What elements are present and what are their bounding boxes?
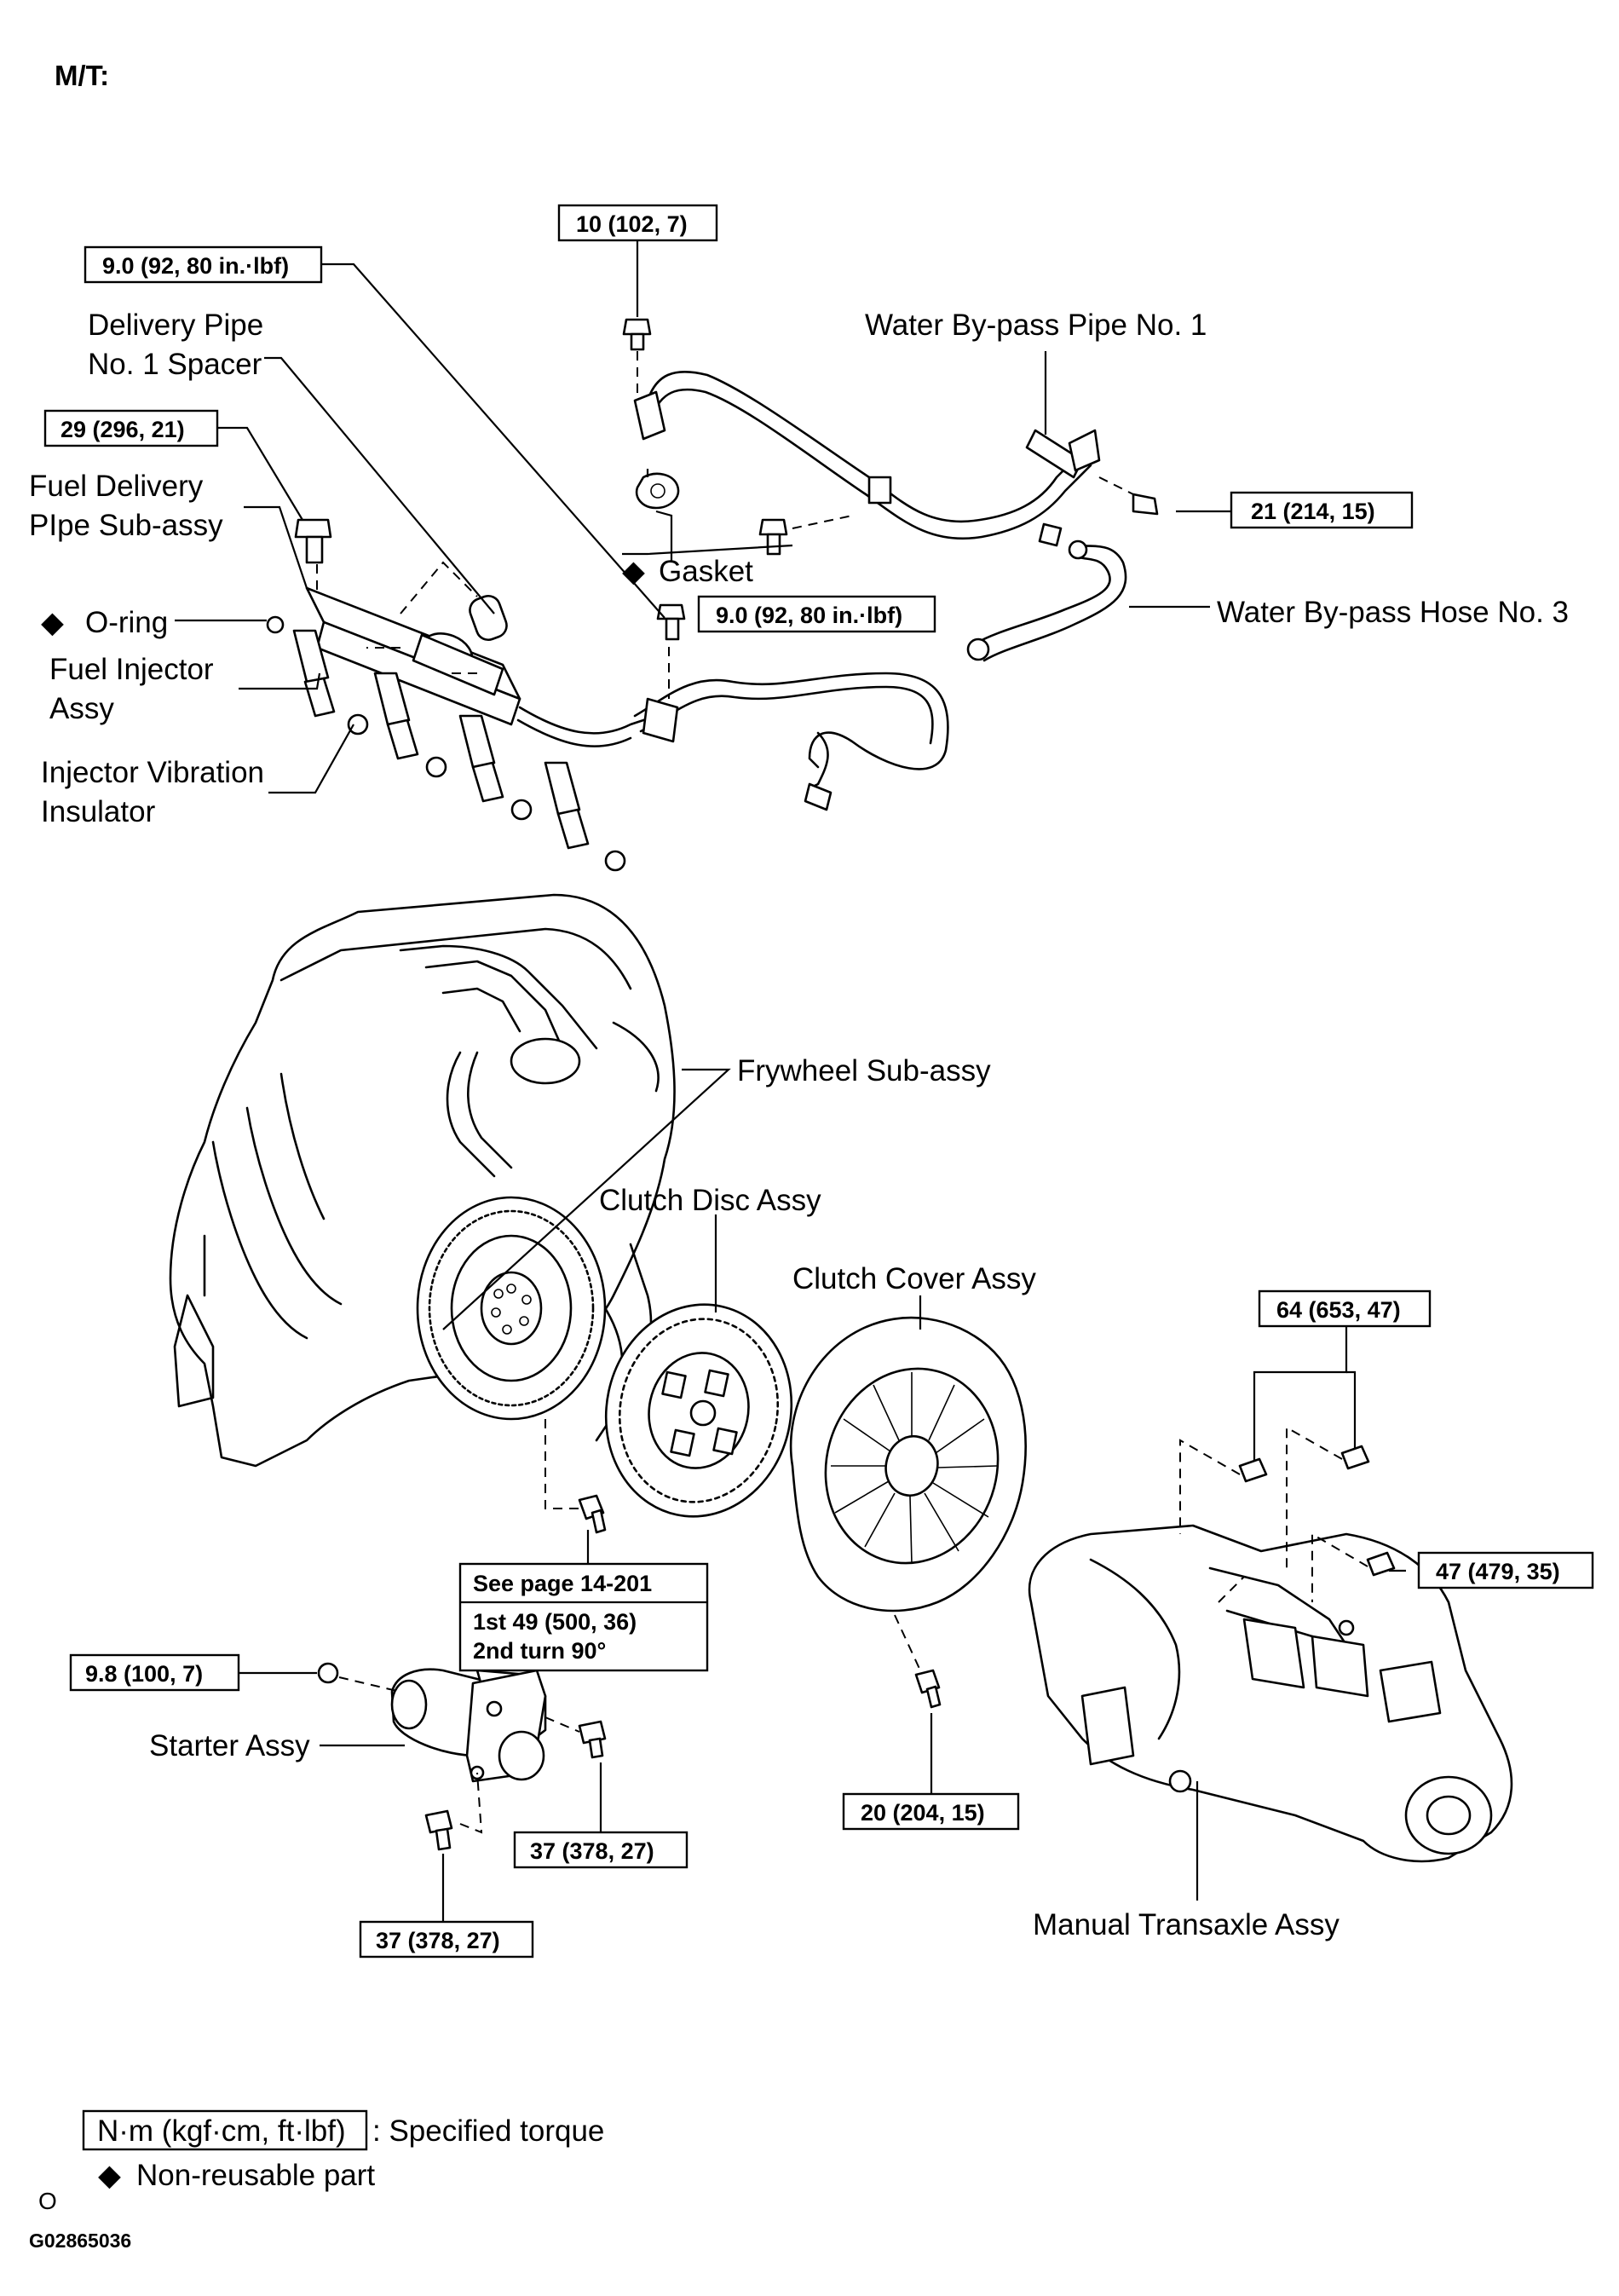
legend-specified-torque: : Specified torque [372,2114,604,2148]
label-insulator-line2: Insulator [41,795,156,828]
torque-box-mid: 9.0 (92, 80 in.·lbf) [697,595,936,633]
torque-box-starter-left: 9.8 (100, 7) [69,1653,240,1692]
figure-code: G02865036 [29,2230,131,2252]
diamond-icon: ◆ [98,2159,121,2192]
svg-text:See page 14-201: See page 14-201 [473,1571,652,1596]
torque-box-transaxle-side: 47 (479, 35) [1417,1551,1594,1589]
torque-box-delivery: 29 (296, 21) [43,409,219,447]
diamond-icon: ◆ [622,555,645,588]
label-delivery-pipe-spacer-line1: Delivery Pipe [88,309,263,342]
starter-drawing [317,1662,607,1851]
label-insulator-line1: Injector Vibration [41,756,264,789]
manual-transaxle-drawing [1028,1426,1513,1863]
water-bypass-pipe-drawing [622,318,1159,662]
label-gasket: Gasket [659,555,753,588]
legend-unit-text: N·m (kgf·cm, ft·lbf) [97,2114,346,2148]
svg-text:10 (102, 7): 10 (102, 7) [576,211,688,237]
label-delivery-pipe-spacer-line2: No. 1 Spacer [88,348,262,381]
label-fuel-injector-line2: Assy [49,692,114,725]
torque-box-transaxle-top: 64 (653, 47) [1258,1289,1432,1328]
svg-text:2nd turn 90°: 2nd turn 90° [473,1638,606,1664]
torque-box-top-bolt: 10 (102, 7) [557,204,718,242]
label-transaxle: Manual Transaxle Assy [1033,1908,1340,1941]
svg-text:21 (214, 15): 21 (214, 15) [1251,499,1375,524]
label-fuel-injector-line1: Fuel Injector [49,653,214,686]
label-fuel-delivery-line2: PIpe Sub-assy [29,509,223,542]
part-labels: Delivery Pipe No. 1 Spacer Water By-pass… [29,309,1569,1941]
diamond-icon: ◆ [41,606,64,639]
torque-box-flywheel: See page 14-201 1st 49 (500, 36) 2nd tur… [458,1562,709,1672]
torque-box-starter-bottom: 37 (378, 27) [359,1920,534,1959]
svg-text:37 (378, 27): 37 (378, 27) [376,1928,500,1953]
legend: N·m (kgf·cm, ft·lbf) : Specified torque … [82,2109,604,2192]
svg-text:9.8 (100, 7): 9.8 (100, 7) [85,1661,203,1687]
torque-box-clutch-cover: 20 (204, 15) [842,1792,1020,1831]
page-title: M/T: [55,60,109,91]
label-clutch-disc: Clutch Disc Assy [599,1184,821,1217]
flywheel-drawing [416,1196,607,1534]
label-fuel-delivery-line1: Fuel Delivery [29,470,204,503]
torque-boxes: 10 (102, 7) 9.0 (92, 80 in.·lbf) 29 (296… [43,204,1594,1959]
svg-text:20 (204, 15): 20 (204, 15) [861,1800,985,1826]
svg-text:9.0 (92, 80 in.·lbf): 9.0 (92, 80 in.·lbf) [716,603,902,628]
leader-lines [175,240,1406,1922]
label-water-bypass-pipe: Water By-pass Pipe No. 1 [865,309,1207,342]
label-starter: Starter Assy [149,1729,310,1762]
clutch-disc-drawing [604,1303,793,1518]
engine-block-drawing [169,893,676,1468]
svg-text:1st 49 (500, 36): 1st 49 (500, 36) [473,1609,637,1635]
label-flywheel: Frywheel Sub-assy [737,1054,991,1087]
footer-mark: O [38,2188,57,2214]
svg-text:37 (378, 27): 37 (378, 27) [530,1838,654,1864]
torque-box-spacer: 9.0 (92, 80 in.·lbf) [84,245,323,284]
svg-text:64 (653, 47): 64 (653, 47) [1276,1297,1401,1323]
svg-text:47 (479, 35): 47 (479, 35) [1436,1559,1560,1584]
label-o-ring: O-ring [85,606,168,639]
label-water-bypass-hose: Water By-pass Hose No. 3 [1217,596,1569,629]
svg-text:9.0 (92, 80 in.·lbf): 9.0 (92, 80 in.·lbf) [102,253,289,279]
label-clutch-cover: Clutch Cover Assy [792,1262,1036,1295]
torque-box-starter-right: 37 (378, 27) [513,1831,689,1869]
legend-unit-box [82,2109,368,2151]
svg-text:29 (296, 21): 29 (296, 21) [60,417,185,442]
clutch-cover-drawing [789,1316,1027,1709]
legend-nonreusable: Non-reusable part [136,2159,375,2192]
fuel-delivery-pipe-drawing [266,518,949,872]
torque-box-water-pipe: 21 (214, 15) [1230,491,1414,529]
